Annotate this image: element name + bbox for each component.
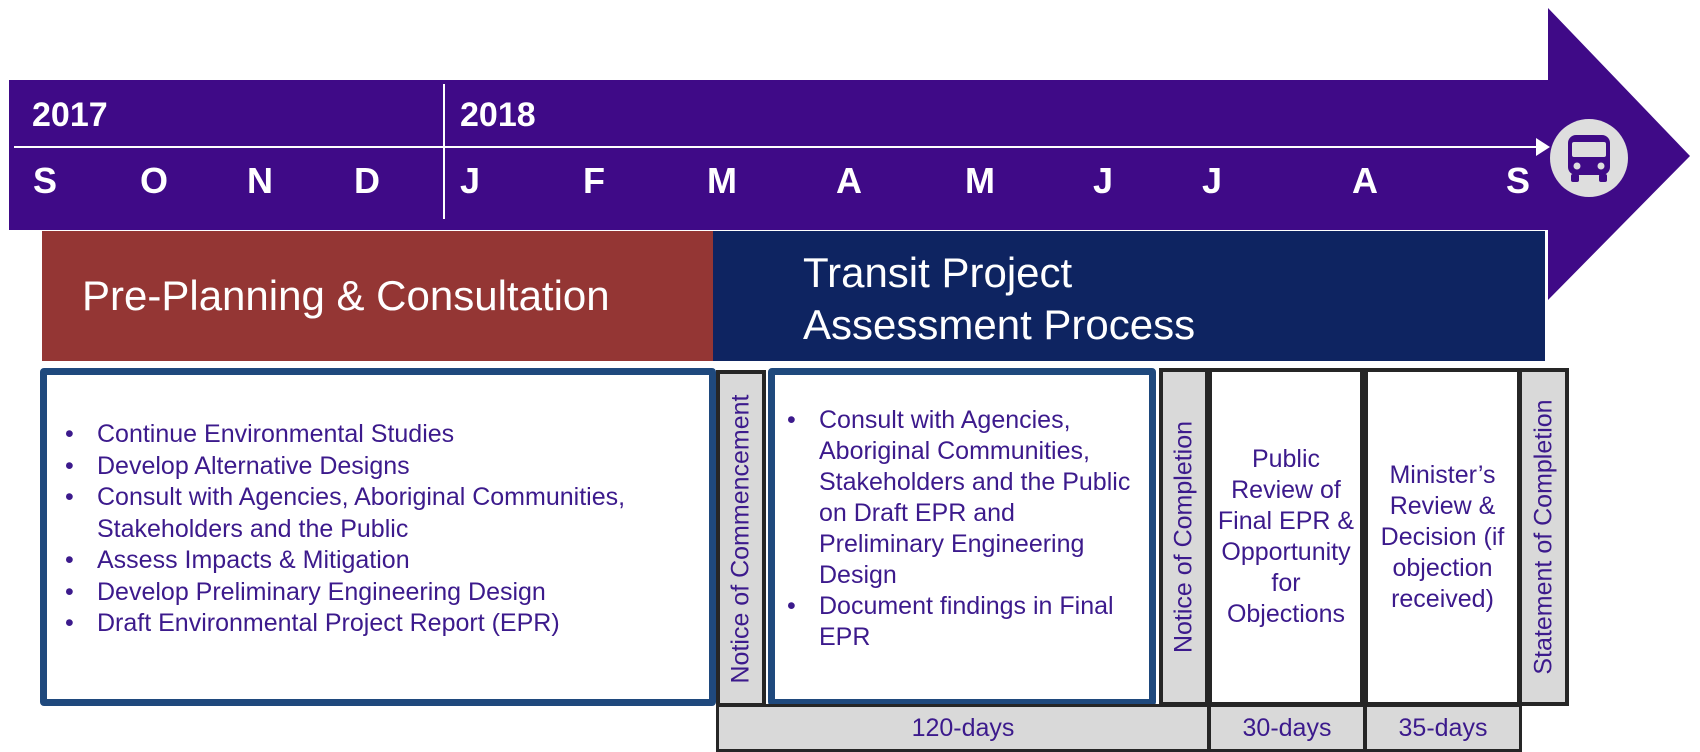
statement-of-completion: Statement of Completion <box>1518 368 1569 706</box>
task-item: Develop Alternative Designs <box>65 451 709 483</box>
month-nov: N <box>247 160 273 201</box>
minister-review-text: Minister’s Review & Decision (if objecti… <box>1380 460 1505 613</box>
year-2018: 2018 <box>460 96 536 134</box>
timeline-line <box>14 146 1544 148</box>
public-review-text: Public Review of Final EPR & Opportunity… <box>1217 445 1355 628</box>
phase-tpap-title-line1: Transit Project <box>803 249 1073 296</box>
task-item: Continue Environmental Studies <box>65 419 709 451</box>
notice-of-commencement: Notice of Commencement <box>716 370 766 707</box>
month-feb: F <box>583 160 605 201</box>
year-2017: 2017 <box>32 96 108 134</box>
duration-label: 35-days <box>1398 713 1488 742</box>
month-may: M <box>965 160 995 201</box>
month-jan: J <box>459 160 481 201</box>
task-item: Draft Environmental Project Report (EPR) <box>65 608 709 640</box>
duration-35-days: 35-days <box>1364 704 1522 752</box>
bus-icon <box>1550 119 1628 197</box>
tpap-tasks-box: Consult with Agencies, Aboriginal Commun… <box>768 368 1156 706</box>
month-aug: A <box>1352 160 1378 201</box>
task-item: Document findings in Final EPR <box>787 591 1139 653</box>
phase-pre-planning-title: Pre-Planning & Consultation <box>82 272 610 319</box>
month-oct: O <box>139 160 169 201</box>
month-mar: M <box>707 160 737 201</box>
phase-tpap: Transit Project Assessment Process <box>713 231 1545 361</box>
duration-120-days: 120-days <box>716 704 1210 752</box>
duration-label: 120-days <box>911 713 1015 742</box>
phase-pre-planning: Pre-Planning & Consultation <box>42 231 714 361</box>
pre-planning-tasks-box: Continue Environmental Studies Develop A… <box>40 368 716 706</box>
task-item: Develop Preliminary Engineering Design <box>65 577 709 609</box>
month-sep-2017: S <box>32 160 58 201</box>
task-item: Consult with Agencies, Aboriginal Commun… <box>787 405 1139 591</box>
year-divider <box>443 84 445 219</box>
month-jul: J <box>1201 160 1223 201</box>
month-jun: J <box>1092 160 1114 201</box>
notice-of-commencement-label: Notice of Commencement <box>726 393 755 684</box>
notice-of-completion-label: Notice of Completion <box>1169 420 1198 654</box>
task-item: Consult with Agencies, Aboriginal Commun… <box>65 482 657 545</box>
notice-of-completion: Notice of Completion <box>1159 368 1209 706</box>
month-dec: D <box>354 160 380 201</box>
phase-tpap-title-line2: Assessment Process <box>803 301 1196 348</box>
public-review-box: Public Review of Final EPR & Opportunity… <box>1208 368 1364 706</box>
month-sep-2018: S <box>1505 160 1531 201</box>
statement-of-completion-label: Statement of Completion <box>1529 399 1557 675</box>
task-item: Assess Impacts & Mitigation <box>65 545 709 577</box>
duration-label: 30-days <box>1242 713 1332 742</box>
duration-30-days: 30-days <box>1208 704 1366 752</box>
timeline-arrow <box>9 8 1690 300</box>
month-apr: A <box>836 160 862 201</box>
minister-review-box: Minister’s Review & Decision (if objecti… <box>1364 368 1521 706</box>
timeline-line-arrowhead <box>1536 138 1550 156</box>
